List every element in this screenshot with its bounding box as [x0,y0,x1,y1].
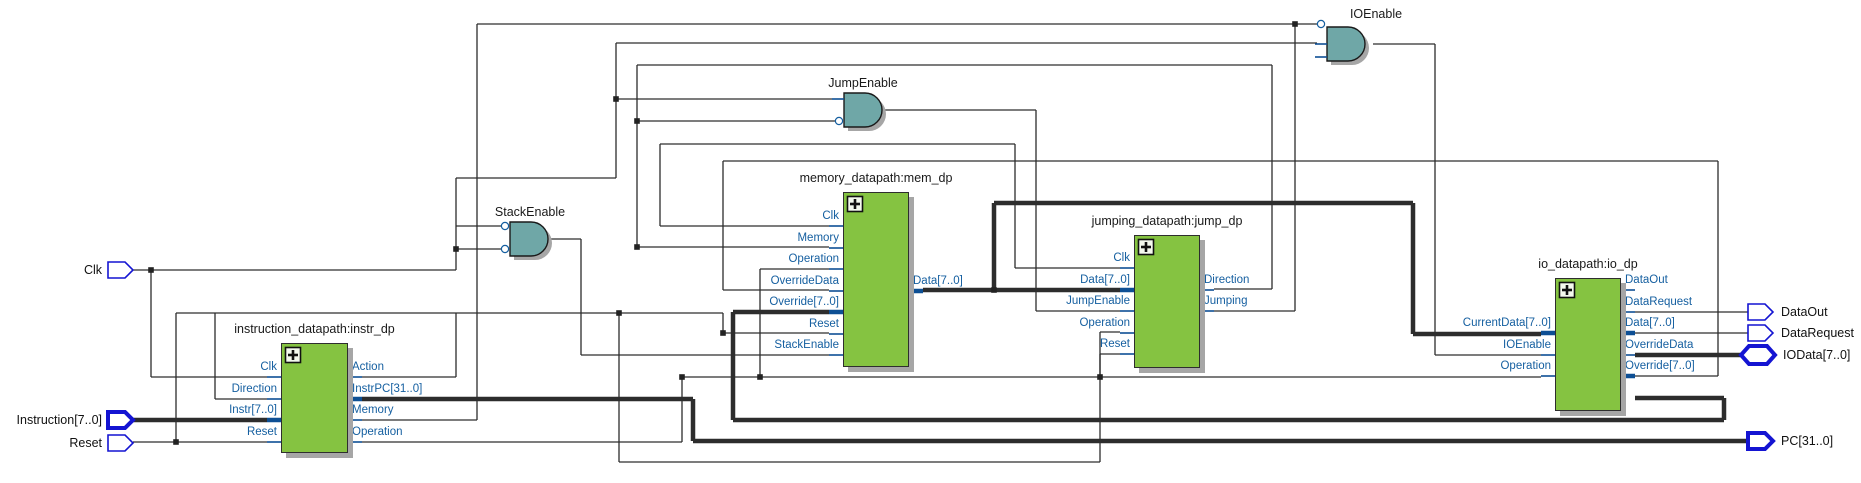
port-label-mem_dp-Reset: Reset [808,318,839,330]
output-pin-DataRequest[interactable] [1747,324,1775,342]
port-label-instr_dp-InstrPC[31..0]: InstrPC[31..0] [352,383,423,395]
port-label-io_dp-DataOut: DataOut [1625,274,1668,286]
port-label-instr_dp-Action: Action [352,361,384,373]
inverter-bubble [834,116,844,126]
block-title-io_dp: io_datapath:io_dp [1538,257,1638,271]
port-label-jump_dp-Data[7..0]: Data[7..0] [1080,274,1130,286]
bidir-pin-IOData[interactable] [1738,344,1778,366]
junction-dot [679,374,685,380]
expand-plus-icon[interactable] [846,195,864,213]
junction-dot [173,439,179,445]
port-label-jump_dp-Operation: Operation [1079,317,1130,329]
port-label-instr_dp-Clk: Clk [260,361,277,373]
block-jump_dp[interactable] [1134,235,1200,368]
io-pin-label-Instruction: Instruction[7..0] [16,413,102,427]
inverter-bubble [1316,19,1326,29]
input-pin-Clk[interactable] [107,261,135,279]
port-label-io_dp-CurrentData[7..0]: CurrentData[7..0] [1462,317,1551,329]
junction-dot [991,287,997,293]
port-label-jump_dp-JumpEnable: JumpEnable [1066,295,1130,307]
port-label-instr_dp-Instr[7..0]: Instr[7..0] [229,404,277,416]
block-title-jump_dp: jumping_datapath:jump_dp [1091,214,1243,228]
and-gate-IOEnable[interactable] [1315,19,1369,65]
gate-label-JumpEnable: JumpEnable [828,76,898,90]
port-label-mem_dp-OverrideData: OverrideData [770,275,839,287]
and-gate-JumpEnable[interactable] [832,92,886,131]
expand-plus-icon[interactable] [1137,238,1155,256]
io-pin-label-DataOut: DataOut [1781,305,1828,319]
port-label-io_dp-Operation: Operation [1500,360,1551,372]
port-label-instr_dp-Memory: Memory [352,404,394,416]
gate-label-StackEnable: StackEnable [494,205,566,219]
io-pin-label-Reset: Reset [69,436,102,450]
port-label-io_dp-DataRequest: DataRequest [1625,296,1693,308]
block-title-mem_dp: memory_datapath:mem_dp [799,171,953,185]
port-label-jump_dp-Jumping: Jumping [1204,295,1248,307]
and-gate-StackEnable[interactable] [500,221,552,260]
port-label-instr_dp-Operation: Operation [352,426,403,438]
io-pin-label-Clk: Clk [83,263,102,277]
expand-plus-icon[interactable] [1558,281,1576,299]
junction-dot [720,330,726,336]
port-label-mem_dp-Clk: Clk [822,210,839,222]
inverter-bubble [500,244,510,254]
output-pin-DataOut[interactable] [1747,303,1775,321]
inverter-bubble [500,221,510,231]
junction-dot [1292,21,1298,27]
io-pin-label-IOData: IOData[7..0] [1783,348,1851,362]
junction-dot [634,244,640,250]
port-label-jump_dp-Direction: Direction [1204,274,1250,286]
port-label-io_dp-IOEnable: IOEnable [1503,339,1551,351]
port-label-mem_dp-Override[7..0]: Override[7..0] [769,296,839,308]
junction-dot [148,267,154,273]
port-label-io_dp-OverrideData: OverrideData [1625,339,1694,351]
junction-dot [1097,374,1103,380]
port-label-mem_dp-Memory: Memory [797,232,839,244]
io-pin-label-PC: PC[31..0] [1781,434,1834,448]
block-instr_dp[interactable] [281,343,348,453]
input-pin-Reset[interactable] [107,434,135,452]
port-label-mem_dp-Data[7..0]: Data[7..0] [913,275,963,287]
port-label-mem_dp-StackEnable: StackEnable [774,339,839,351]
port-label-jump_dp-Clk: Clk [1113,252,1130,264]
block-io_dp[interactable] [1555,278,1621,411]
junction-dot [613,96,619,102]
junction-dot [453,246,459,252]
port-label-instr_dp-Reset: Reset [246,426,277,438]
port-label-io_dp-Data[7..0]: Data[7..0] [1625,317,1675,329]
junction-dot [634,118,640,124]
gate-label-IOEnable: IOEnable [1349,7,1403,21]
port-label-mem_dp-Operation: Operation [788,253,839,265]
junction-dot [616,310,622,316]
port-label-io_dp-Override[7..0]: Override[7..0] [1625,360,1695,372]
io-pin-label-DataRequest: DataRequest [1781,326,1854,340]
block-mem_dp[interactable] [843,192,909,367]
port-label-instr_dp-Direction: Direction [231,383,277,395]
junction-dot [757,374,763,380]
block-title-instr_dp: instruction_datapath:instr_dp [234,322,395,336]
port-label-jump_dp-Reset: Reset [1099,338,1130,350]
expand-plus-icon[interactable] [284,346,302,364]
input-pin-Instruction[interactable] [106,410,136,430]
output-pin-PC[interactable] [1746,431,1776,451]
